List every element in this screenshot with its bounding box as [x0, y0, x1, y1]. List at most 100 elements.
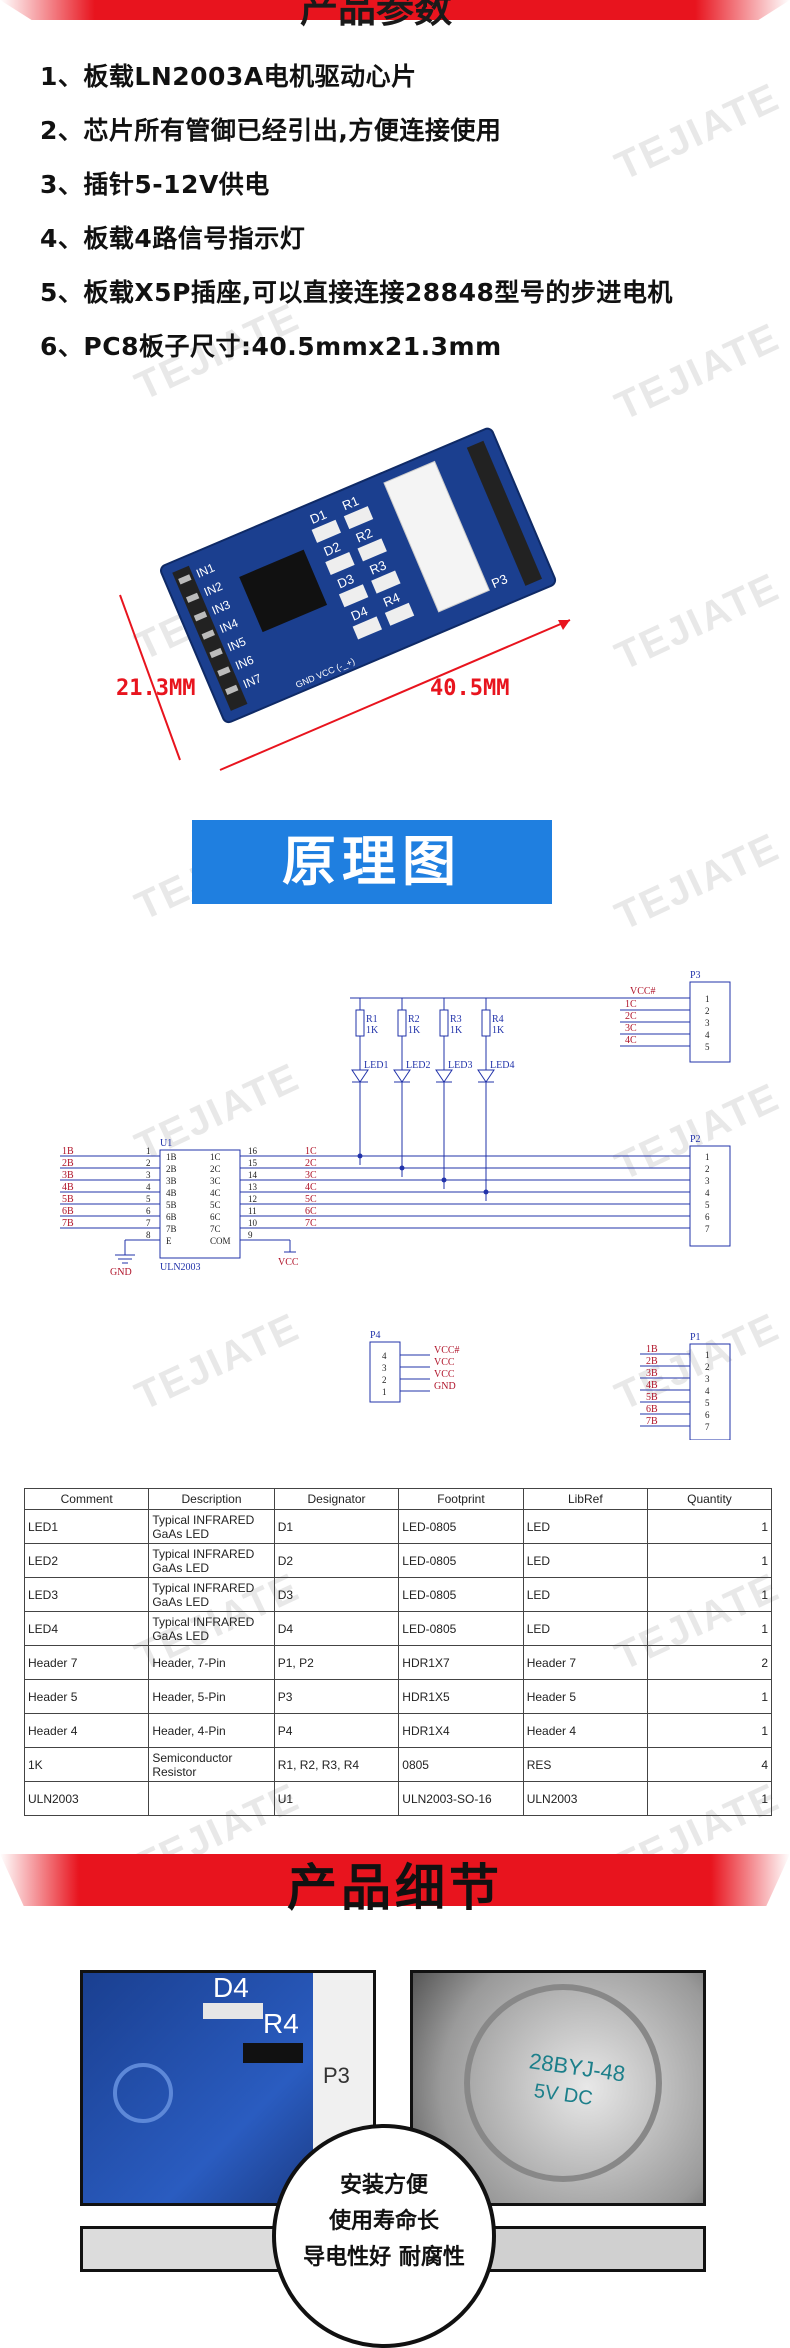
bom-col-header: LibRef: [522, 1488, 648, 1510]
bom-col-header: Quantity: [646, 1488, 773, 1510]
bom-table: Comment Description Designator Footprint…: [23, 1488, 773, 1816]
bom-cell: LED3: [23, 1577, 150, 1612]
header-pin-number: 2: [705, 1164, 710, 1174]
chip-pin-name: 6C: [210, 1212, 221, 1222]
p1-net: 6B: [646, 1404, 658, 1415]
led-name: LED1: [364, 1060, 388, 1071]
header-pin-number: 1: [382, 1387, 387, 1397]
uln2003-chip: [239, 549, 328, 633]
res-label-r1: R1: [340, 493, 361, 513]
bom-cell: Header 7: [522, 1645, 648, 1680]
header-pin-number: 4: [382, 1351, 387, 1361]
p1-net: 4B: [646, 1380, 658, 1391]
bom-cell: Semiconductor Resistor: [148, 1747, 275, 1782]
led-name: LED4: [490, 1060, 514, 1071]
chip-name: ULN2003: [160, 1262, 201, 1273]
vcc-label: VCC: [278, 1257, 299, 1268]
header-pin-number: 3: [705, 1374, 710, 1384]
p3-net: 4C: [625, 1035, 637, 1046]
res-name: R2: [408, 1014, 420, 1025]
bom-cell: LED: [522, 1509, 648, 1544]
board-illustration: IN1 IN2 IN3 IN4 IN5 IN6 IN7 GND VCC (-_+…: [119, 427, 571, 771]
motor-voltage: 5V DC: [533, 2080, 594, 2110]
bom-cell: ULN2003-SO-16: [398, 1781, 524, 1816]
bom-cell: HDR1X5: [398, 1679, 524, 1714]
chip-pin-number: 14: [248, 1170, 258, 1180]
silk-label: P3: [323, 2063, 350, 2088]
chip-pin-number: 12: [248, 1194, 257, 1204]
bom-cell: Typical INFRARED GaAs LED: [148, 1577, 275, 1612]
bom-cell: 2: [646, 1645, 773, 1680]
res-name: R3: [450, 1014, 462, 1025]
bom-cell: [148, 1781, 275, 1816]
bom-cell: LED2: [23, 1543, 150, 1578]
bom-col-header: Footprint: [398, 1488, 524, 1510]
header-pin-number: 1: [705, 994, 710, 1004]
bom-header-row: Comment Description Designator Footprint…: [23, 1488, 773, 1510]
height-dim-line: [119, 594, 181, 761]
dim-width-label: 40.5MM: [430, 676, 510, 701]
header-pin-number: 5: [705, 1042, 710, 1052]
details-banner: 产品细节: [0, 1840, 790, 1920]
gnd-label: GND: [110, 1267, 132, 1278]
motor-connector: [383, 460, 490, 613]
input-net: 4B: [62, 1182, 74, 1193]
bom-cell: LED-0805: [398, 1543, 524, 1578]
p4-label: P4: [370, 1330, 381, 1341]
input-net: 5B: [62, 1194, 74, 1205]
p3-label: P3: [690, 970, 701, 981]
p4-net: VCC: [434, 1357, 455, 1368]
section-title-schematic: 原理图: [192, 820, 552, 904]
header-pin-number: 1: [705, 1152, 710, 1162]
header-pin-number: 3: [382, 1363, 387, 1373]
header-pin-number: 4: [705, 1386, 710, 1396]
p1-label: P1: [690, 1332, 701, 1343]
led-name: LED3: [448, 1060, 472, 1071]
dim-height-label: 21.3MM: [116, 676, 196, 701]
feature-item: 使用寿命长: [328, 2209, 439, 2234]
param-item: 5、板载X5P插座,可以直接连接28848型号的步进电机: [40, 278, 673, 307]
bom-cell: Header 5: [522, 1679, 648, 1714]
arrow-icon: [558, 620, 570, 630]
bom-cell: Typical INFRARED GaAs LED: [148, 1543, 275, 1578]
pin-label-in2: IN2: [202, 579, 225, 599]
u1-label: U1: [160, 1138, 172, 1149]
chip-pin-name: 4B: [166, 1188, 177, 1198]
header-pin-number: 2: [705, 1006, 710, 1016]
chip-pin-name: 1C: [210, 1152, 221, 1162]
chip-pin-name: 2C: [210, 1164, 221, 1174]
chip-pin-name: 3C: [210, 1176, 221, 1186]
section-title-details: 产品细节: [287, 1859, 503, 1917]
led-label-d2: D2: [321, 539, 342, 559]
bom-cell: LED1: [23, 1509, 150, 1544]
bom-cell: RES: [522, 1747, 648, 1782]
bom-cell: 1: [646, 1543, 773, 1578]
bom-cell: R1, R2, R3, R4: [273, 1747, 400, 1782]
output-net: 5C: [305, 1194, 317, 1205]
header-pin-number: 7: [705, 1422, 710, 1432]
bom-cell: LED: [522, 1611, 648, 1646]
bom-cell: D1: [273, 1509, 400, 1544]
bom-cell: Header, 7-Pin: [148, 1645, 275, 1680]
bom-cell: 1K: [23, 1747, 150, 1782]
output-net: 2C: [305, 1158, 317, 1169]
bom-cell: P4: [273, 1713, 400, 1748]
chip-pin-number: 15: [248, 1158, 258, 1168]
led-name: LED2: [406, 1060, 430, 1071]
bom-cell: 1: [646, 1611, 773, 1646]
bom-col-header: Description: [148, 1488, 275, 1510]
bom-cell: ULN2003: [23, 1781, 150, 1816]
chip-pin-number: 6: [146, 1206, 151, 1216]
input-net: 2B: [62, 1158, 74, 1169]
bom-cell: Typical INFRARED GaAs LED: [148, 1611, 275, 1646]
header-pin-number: 1: [705, 1350, 710, 1360]
chip-pin-name: 7B: [166, 1224, 177, 1234]
res-value: 1K: [492, 1025, 505, 1036]
header-pin-number: 6: [705, 1212, 710, 1222]
param-item: 1、板载LN2003A电机驱动心片: [40, 62, 417, 91]
p3-net: 2C: [625, 1011, 637, 1022]
p1-net: 3B: [646, 1368, 658, 1379]
watermark: TEJIATE: [608, 825, 787, 940]
